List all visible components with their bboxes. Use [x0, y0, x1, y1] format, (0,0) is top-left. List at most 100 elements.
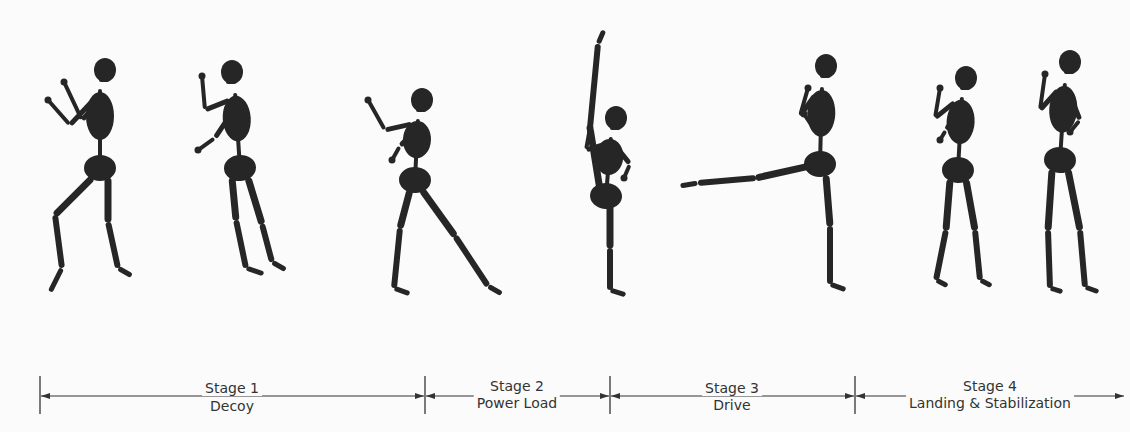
- bone: [208, 101, 227, 109]
- bracket-tick: [854, 376, 855, 414]
- bone: [1069, 93, 1079, 117]
- arrowhead: [426, 393, 435, 399]
- skull: [955, 66, 977, 90]
- bone: [84, 97, 103, 118]
- bone: [202, 79, 204, 107]
- bone: [1040, 77, 1044, 107]
- bone: [121, 269, 130, 274]
- bone: [827, 229, 833, 281]
- skeleton: [45, 58, 130, 289]
- arrowhead: [611, 393, 620, 399]
- hand: [1042, 71, 1049, 78]
- skull: [605, 106, 627, 130]
- bone: [249, 269, 261, 273]
- jaw: [99, 76, 109, 82]
- jaw: [226, 78, 236, 84]
- hand: [937, 137, 944, 144]
- skull: [815, 54, 837, 78]
- bone: [237, 223, 246, 265]
- pelvis: [223, 154, 257, 182]
- bone: [942, 133, 945, 138]
- bone: [1080, 233, 1084, 284]
- hand: [1067, 129, 1074, 136]
- bone: [369, 103, 383, 128]
- hand: [61, 79, 68, 86]
- pelvis: [589, 182, 623, 211]
- pelvis: [941, 156, 974, 184]
- stage-label: Stage 3: [702, 380, 762, 396]
- bone: [616, 146, 628, 161]
- bone: [51, 271, 60, 290]
- bracket-tick: [39, 376, 40, 414]
- hand: [937, 85, 944, 92]
- stage-label: Drive: [710, 397, 753, 413]
- stage-label: Power Load: [474, 395, 560, 411]
- bone: [806, 116, 811, 123]
- skeleton: [935, 66, 989, 285]
- arrowhead: [415, 393, 424, 399]
- bone: [457, 239, 487, 284]
- jaw: [820, 72, 830, 78]
- skull: [1059, 50, 1081, 74]
- bone: [491, 287, 500, 292]
- skeleton: [587, 33, 629, 294]
- bone: [937, 104, 952, 116]
- bone: [200, 140, 212, 149]
- jaw: [610, 124, 620, 130]
- skeleton-figures: [45, 33, 1097, 294]
- pelvis: [398, 166, 431, 194]
- arrowhead: [600, 393, 609, 399]
- bone: [263, 227, 271, 259]
- hand: [45, 97, 52, 104]
- bone: [275, 263, 284, 268]
- hand: [365, 97, 372, 104]
- hand: [801, 111, 808, 118]
- bone: [939, 281, 946, 284]
- skeleton: [365, 88, 500, 293]
- bone: [801, 91, 807, 113]
- bone: [1048, 173, 1052, 227]
- bone: [388, 125, 409, 130]
- hand: [389, 157, 396, 164]
- stage-label: Stage 1: [202, 380, 262, 396]
- jaw: [1064, 68, 1074, 74]
- pelvis: [1043, 146, 1077, 174]
- hand: [621, 175, 628, 182]
- arrowhead: [856, 393, 865, 399]
- bone: [826, 179, 830, 223]
- skeleton: [683, 54, 843, 289]
- bone: [983, 281, 990, 284]
- hand: [805, 85, 812, 92]
- skull: [94, 58, 116, 82]
- bone: [1048, 233, 1050, 285]
- skeleton: [195, 60, 284, 273]
- bone: [607, 207, 614, 245]
- bone: [1072, 122, 1078, 129]
- bone: [1053, 289, 1060, 291]
- bone: [402, 128, 418, 144]
- bone: [394, 231, 399, 285]
- stage-label: Decoy: [207, 398, 257, 414]
- bone: [599, 33, 603, 41]
- arrowhead: [845, 393, 854, 399]
- stage-label: Stage 2: [487, 378, 547, 394]
- bone: [946, 183, 950, 227]
- jaw: [416, 106, 426, 112]
- bone: [590, 131, 599, 187]
- bone: [249, 181, 261, 221]
- bone: [1088, 288, 1096, 291]
- bone: [813, 99, 824, 124]
- bone: [57, 180, 90, 213]
- bone: [397, 289, 407, 293]
- bracket-tick: [609, 376, 610, 414]
- bone: [232, 181, 235, 217]
- bone: [625, 167, 629, 175]
- skull: [411, 88, 433, 112]
- bone: [967, 183, 975, 227]
- bone: [217, 103, 239, 136]
- hand: [195, 147, 202, 154]
- bone: [683, 183, 695, 185]
- bone: [701, 178, 753, 182]
- bone: [401, 193, 409, 225]
